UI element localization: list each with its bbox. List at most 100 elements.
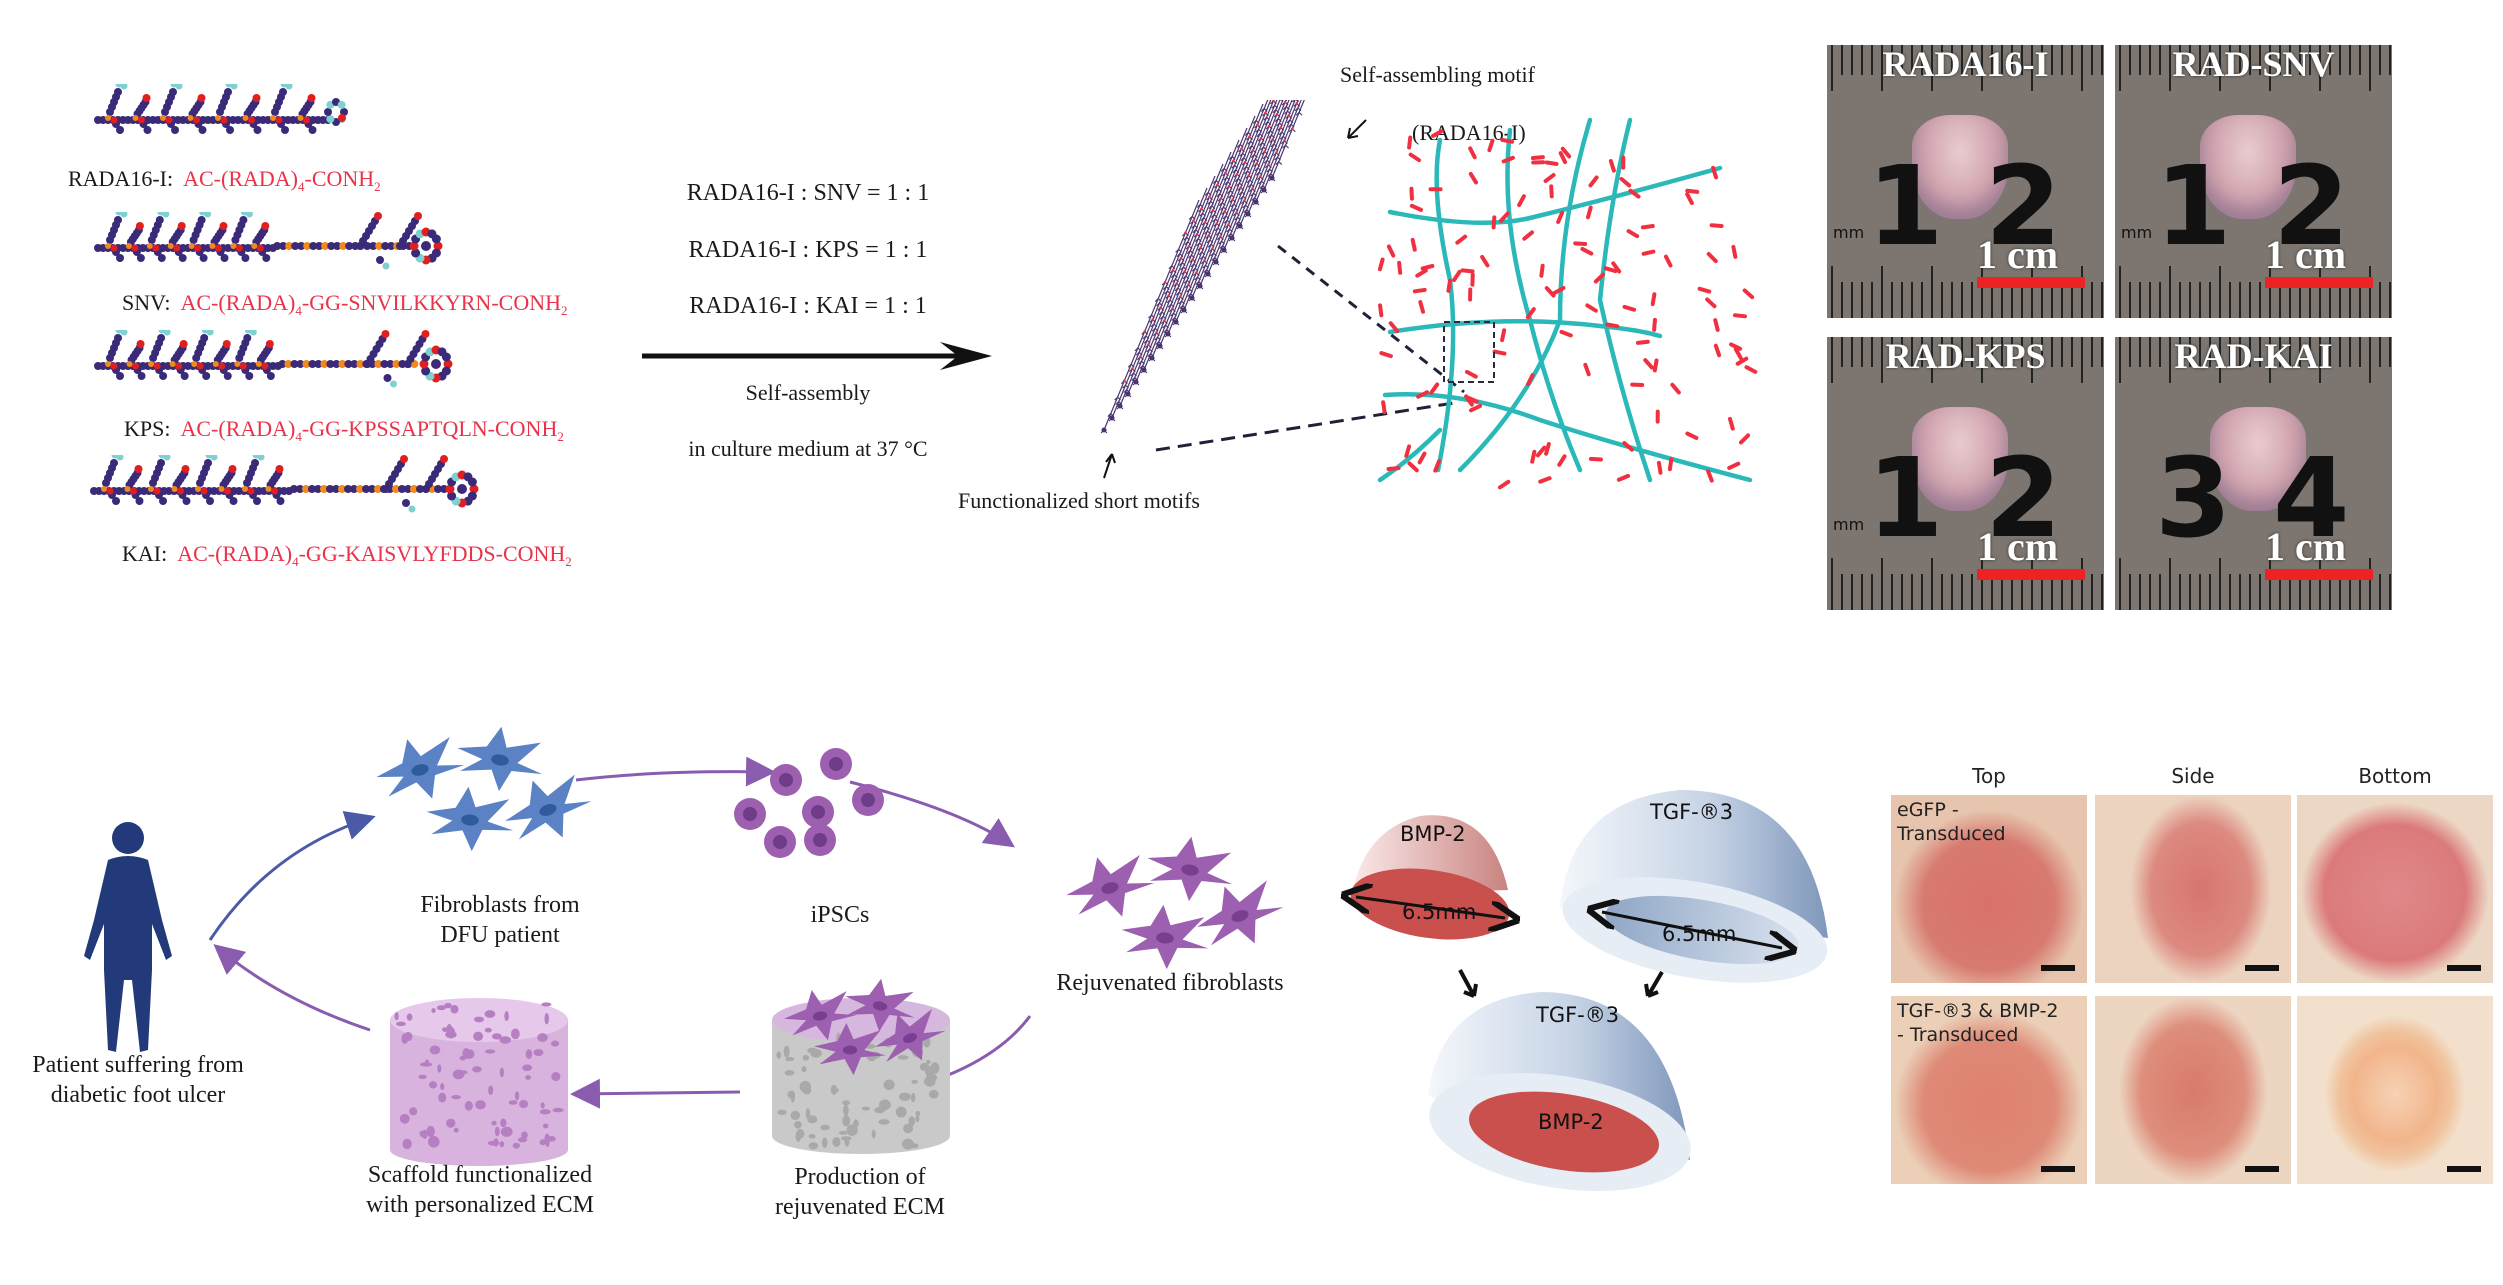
ruler-unit: mm (1833, 223, 1865, 242)
peptide-label-kps: KPS:AC-(RADA)4-GG-KPSSAPTQLN-CONH2 (124, 416, 564, 444)
hydrogel-sample (2210, 407, 2306, 511)
ratio-kai: RADA16-I : KAI = 1 : 1 (689, 293, 927, 319)
hydrogel-sample (1912, 407, 2008, 511)
functionalized-scaffold-icon (390, 998, 568, 1166)
bmp2-label: BMP-2 (1400, 822, 1466, 846)
ipscs-icon (734, 748, 884, 858)
ruler-number: 1 (1867, 434, 1944, 562)
tgf-hemisphere (1560, 790, 1828, 983)
scale-bar (2041, 1166, 2075, 1172)
scale-bar (2265, 569, 2373, 580)
arrow-fibroblasts-to-ipscs (575, 756, 776, 787)
hemisphere-diagram (1340, 790, 1828, 1192)
ruler-number: 2 (1985, 142, 2062, 270)
arrow-patient-to-fibroblasts (208, 811, 376, 941)
tissue-row-label: eGFP -Transduced (1897, 799, 2006, 845)
ruler-unit: mm (1833, 515, 1865, 534)
gel-photo-title: RAD-KPS (1885, 337, 2046, 376)
peptide-sequence: AC-(RADA)4-GG-KPSSAPTQLN-CONH2 (180, 416, 564, 444)
scale-label: 1 cm (2265, 524, 2347, 569)
peptide-sequence: AC-(RADA)4-GG-SNVILKKYRN-CONH2 (180, 290, 568, 318)
scale-bar (2245, 1166, 2279, 1172)
scale-bar (2447, 1166, 2481, 1172)
scale-bar (2447, 965, 2481, 971)
arrow-production-to-scaffold (570, 1078, 741, 1109)
arrow-scaffold-to-patient (213, 944, 371, 1032)
tissue-photo (2095, 795, 2291, 983)
column-header-side: Side (2171, 764, 2215, 788)
tissue-photo (2297, 795, 2493, 983)
scale-bar (2265, 277, 2373, 288)
patient-label: Patient suffering from diabetic foot ulc… (32, 1052, 244, 1108)
hydrogel-sample (2200, 115, 2296, 219)
peptide-label-rada16: RADA16-I:AC-(RADA)4-CONH2 (68, 166, 381, 194)
tissue-photo (2095, 996, 2291, 1184)
scaffold-label: Scaffold functionalized with personalize… (366, 1162, 594, 1218)
self-assembly-arrow (642, 342, 992, 370)
peptide-label-snv: SNV:AC-(RADA)4-GG-SNVILKKYRN-CONH2 (122, 290, 568, 318)
column-header-bottom: Bottom (2358, 764, 2432, 788)
arrow-down-left-icon (1458, 969, 1478, 998)
tissue-photo: eGFP -Transduced (1891, 795, 2087, 983)
scale-bar (2245, 965, 2279, 971)
cycle-diagram (84, 726, 1284, 1166)
gel-photo-title: RADA16-I (1882, 45, 2049, 84)
tgf-dimension: 6.5mm (1662, 922, 1737, 946)
ruler-unit: mm (2121, 223, 2153, 242)
nanofiber-diagram (1100, 100, 1758, 490)
short-motif-arrow-icon (1103, 453, 1116, 479)
tissue-row-label: TGF-®3 & BMP-2- Transduced (1897, 1000, 2059, 1046)
rejuvenated-fibroblasts-label: Rejuvenated fibroblasts (1056, 970, 1284, 996)
tgf-label: TGF-®3 (1650, 800, 1734, 824)
peptide-sequence: AC-(RADA)4-CONH2 (183, 166, 381, 194)
bmp2-dimension: 6.5mm (1402, 900, 1477, 924)
production-label: Production of rejuvenated ECM (775, 1164, 945, 1220)
gel-photo-title: RAD-SNV (2172, 45, 2335, 84)
arrow-down-right-icon (1644, 970, 1664, 998)
combined-hemisphere (1428, 992, 1691, 1192)
rejuvenated-fibroblasts-icon (1066, 836, 1284, 970)
ratio-kps: RADA16-I : KPS = 1 : 1 (688, 237, 928, 263)
ruler-number: 2 (2273, 142, 2350, 270)
functionalized-motifs-label: Functionalized short motifs (958, 488, 1200, 513)
scale-bar (1977, 569, 2085, 580)
scale-bar (1977, 277, 2085, 288)
ruler-number: 1 (2155, 142, 2232, 270)
fibroblasts-label: Fibroblasts from DFU patient (420, 892, 580, 948)
gel-photo-title: RAD-KAI (2174, 337, 2333, 376)
snv-molecule (94, 212, 443, 270)
ruler-number: 2 (1985, 434, 2062, 562)
kps-molecule (94, 330, 453, 388)
tissue-photo: TGF-®3 & BMP-2- Transduced (1891, 996, 2087, 1184)
kai-molecule (90, 455, 479, 513)
scale-bar (2041, 965, 2075, 971)
peptide-sequence: AC-(RADA)4-GG-KAISVLYFDDS-CONH2 (177, 541, 572, 569)
combined-bmp2-label: BMP-2 (1538, 1110, 1604, 1134)
culture-medium-label: in culture medium at 37 °C (688, 436, 928, 461)
production-scaffold-icon (772, 978, 950, 1154)
combined-tgf-label: TGF-®3 (1536, 1003, 1620, 1027)
beta-sheet-stack (1100, 100, 1305, 434)
bmp2-hemisphere (1346, 815, 1514, 940)
ratio-snv: RADA16-I : SNV = 1 : 1 (686, 180, 930, 206)
motif-arrow-icon (1347, 119, 1367, 139)
peptide-label-kai: KAI:AC-(RADA)4-GG-KAISVLYFDDS-CONH2 (122, 541, 572, 569)
ruler-number: 1 (1867, 142, 1944, 270)
tissue-photo (2297, 996, 2493, 1184)
scale-label: 1 cm (1977, 524, 2059, 569)
patient-icon (84, 822, 172, 1052)
hydrogel-sample (1912, 115, 2008, 219)
self-assembling-motif-label: Self-assembling motif (1340, 62, 1535, 87)
rada16-molecule (94, 84, 348, 134)
ruler-number: 3 (2155, 434, 2232, 562)
column-header-top: Top (1972, 764, 2006, 788)
scale-label: 1 cm (1977, 232, 2059, 277)
fiber-network (1377, 117, 1758, 490)
scale-label: 1 cm (2265, 232, 2347, 277)
self-assembly-label: Self-assembly (745, 380, 871, 405)
fibroblasts-icon (376, 726, 592, 852)
